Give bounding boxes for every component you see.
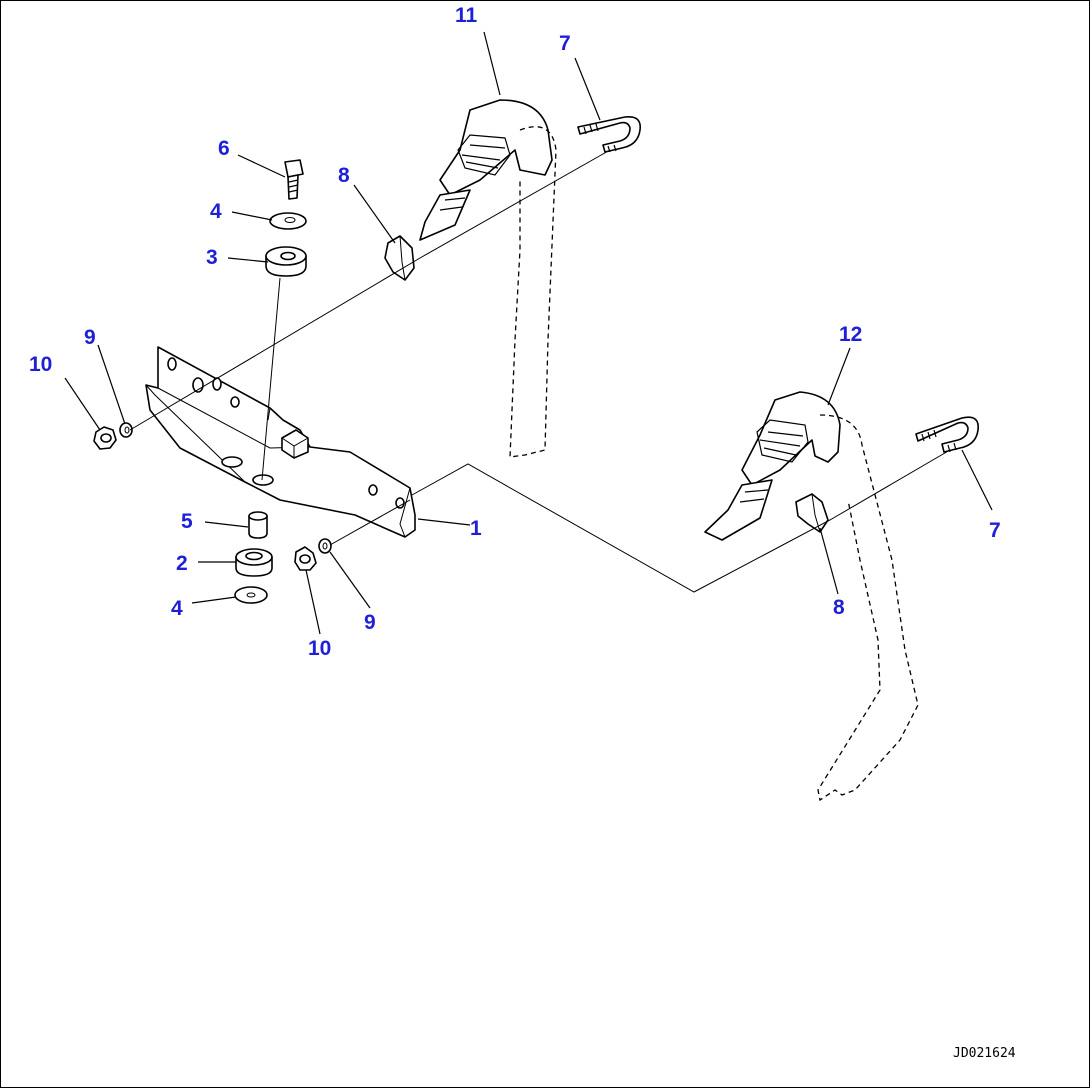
cushion-3 xyxy=(265,246,307,277)
callout-10a: 10 xyxy=(29,353,52,376)
callout-6: 6 xyxy=(218,137,230,160)
bolt-6 xyxy=(284,159,304,200)
callout-7a: 7 xyxy=(559,32,571,55)
clip-8-upper xyxy=(384,235,415,281)
cushion-2 xyxy=(235,548,273,577)
collar-5 xyxy=(248,511,268,539)
callout-12: 12 xyxy=(839,323,862,346)
u-bolt-7-upper xyxy=(577,115,642,153)
nut-10-lower xyxy=(294,546,317,571)
u-bolt-7-lower xyxy=(915,416,979,453)
callout-10b: 10 xyxy=(308,637,331,660)
washer-4-lower xyxy=(234,586,268,604)
drawing-id: JD021624 xyxy=(953,1046,1016,1061)
callout-9b: 9 xyxy=(364,611,376,634)
callout-4a: 4 xyxy=(210,200,222,223)
callout-3: 3 xyxy=(206,246,218,269)
washer-9-lower xyxy=(318,538,332,554)
callout-8a: 8 xyxy=(338,164,350,187)
leader-lines xyxy=(64,31,993,635)
callout-4b: 4 xyxy=(171,597,183,620)
callout-1: 1 xyxy=(470,517,482,540)
washer-4-upper xyxy=(269,212,307,230)
washer-9-left xyxy=(119,422,133,438)
callouts: 1 2 3 4 4 5 6 7 7 8 8 9 9 10 10 11 12 xyxy=(29,4,1001,660)
callout-2: 2 xyxy=(176,552,188,575)
clip-8-lower xyxy=(795,493,829,533)
bracket-1 xyxy=(145,346,416,538)
hose-11 xyxy=(419,99,557,458)
callout-11: 11 xyxy=(455,4,478,27)
callout-5: 5 xyxy=(181,510,193,533)
callout-7b: 7 xyxy=(989,519,1001,542)
callout-8b: 8 xyxy=(833,596,845,619)
callout-9a: 9 xyxy=(84,326,96,349)
nut-10-left xyxy=(93,426,117,450)
hose-12 xyxy=(704,391,919,802)
assembly-lines xyxy=(129,149,951,593)
